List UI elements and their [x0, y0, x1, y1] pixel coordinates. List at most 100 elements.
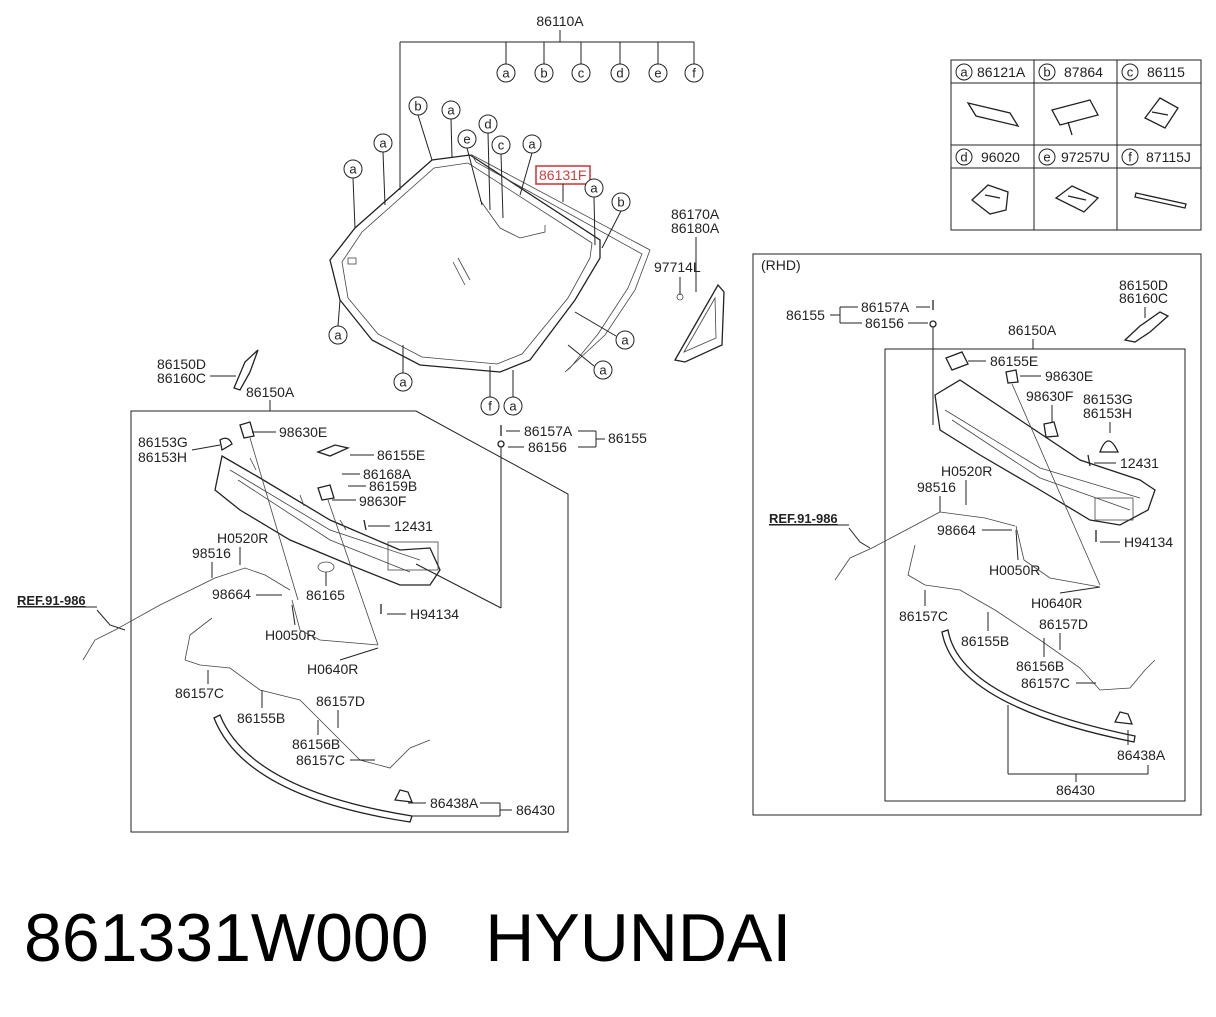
quarter-glass: 86170A 86180A 97714L: [654, 206, 725, 363]
svg-text:a: a: [960, 65, 968, 80]
svg-text:86170A: 86170A: [671, 206, 720, 222]
svg-text:86150A: 86150A: [246, 384, 295, 400]
svg-text:c: c: [1127, 65, 1134, 80]
svg-text:b: b: [540, 66, 547, 81]
svg-text:H0640R: H0640R: [307, 661, 358, 677]
parts-diagram: a 86121A b 87864 c 86115 d 96020 e 97257…: [17, 13, 1202, 833]
svg-text:86153H: 86153H: [1083, 405, 1132, 421]
svg-text:d: d: [616, 66, 623, 81]
svg-text:86438A: 86438A: [1117, 747, 1166, 763]
svg-text:a: a: [599, 363, 607, 378]
svg-text:87115J: 87115J: [1146, 149, 1191, 165]
windshield-molding: [470, 153, 651, 373]
legend-c: c 86115: [1121, 63, 1185, 129]
svg-text:86153G: 86153G: [138, 434, 188, 450]
sensor-bracket-icon: [1054, 185, 1100, 213]
legend-f: f 87115J: [1121, 148, 1191, 209]
svg-text:86156: 86156: [528, 439, 567, 455]
svg-text:b: b: [414, 99, 421, 114]
rhd-title: (RHD): [761, 257, 801, 273]
part-number: 861331W000: [24, 900, 429, 976]
svg-text:86438A: 86438A: [430, 795, 479, 811]
svg-text:98516: 98516: [192, 545, 231, 561]
brand-name: HYUNDAI: [485, 900, 792, 976]
svg-text:86153H: 86153H: [138, 449, 187, 465]
stopper-clip-icon: [1051, 99, 1099, 136]
svg-text:86160C: 86160C: [1119, 290, 1168, 306]
svg-text:86155B: 86155B: [961, 633, 1009, 649]
svg-text:86115: 86115: [1147, 64, 1185, 80]
rhd-outer-box: [752, 253, 1202, 816]
svg-text:H0050R: H0050R: [265, 627, 316, 643]
svg-text:86168A: 86168A: [363, 466, 412, 482]
svg-text:d: d: [484, 117, 491, 132]
svg-text:86165: 86165: [306, 587, 345, 603]
quarter-glass-part: [673, 283, 725, 363]
svg-text:86180A: 86180A: [671, 220, 720, 236]
svg-text:86157C: 86157C: [899, 608, 948, 624]
rhd-side-trim: [1123, 311, 1170, 343]
weatherstrip-pad-icon: [966, 102, 1020, 127]
svg-text:86157C: 86157C: [175, 685, 224, 701]
svg-text:86430: 86430: [1056, 782, 1095, 798]
legend-d: d 96020: [955, 148, 1020, 215]
svg-text:86155: 86155: [608, 430, 647, 446]
label-86110a: 86110A: [536, 13, 584, 29]
svg-text:86157C: 86157C: [296, 752, 345, 768]
lhd-box: [130, 410, 569, 833]
svg-text:97714L: 97714L: [654, 259, 701, 275]
svg-text:H94134: H94134: [1124, 534, 1173, 550]
lhd-section: 86150D 86160C 86150A 86153G 86153H 98630…: [17, 349, 647, 833]
svg-text:c: c: [578, 66, 585, 81]
svg-text:d: d: [960, 150, 967, 165]
svg-text:e: e: [463, 132, 470, 147]
windshield-callouts: a a b a e d c a 86131F a b a a: [328, 96, 635, 416]
svg-text:e: e: [1043, 150, 1050, 165]
svg-text:86156B: 86156B: [292, 736, 340, 752]
rhd-ref-link[interactable]: REF.91-986: [769, 511, 838, 526]
svg-text:H94134: H94134: [410, 606, 459, 622]
svg-text:86156: 86156: [865, 315, 904, 331]
svg-text:12431: 12431: [394, 518, 433, 534]
lhd-ref-link[interactable]: REF.91-986: [17, 593, 86, 608]
svg-text:f: f: [1128, 150, 1132, 165]
svg-text:86160C: 86160C: [157, 370, 206, 386]
svg-text:H0640R: H0640R: [1031, 595, 1082, 611]
svg-text:a: a: [528, 137, 536, 152]
windshield-glass: [329, 154, 601, 373]
svg-text:86155E: 86155E: [377, 447, 425, 463]
sensor-area: [479, 199, 546, 239]
svg-text:86157C: 86157C: [1021, 675, 1070, 691]
rain-sensor-bracket-icon: [971, 184, 1009, 215]
svg-text:86153G: 86153G: [1083, 391, 1133, 407]
rhd-section: (RHD) 86150D 86160C 86155 86157A 86156 8…: [752, 253, 1202, 816]
svg-text:98630E: 98630E: [1045, 368, 1093, 384]
svg-text:a: a: [399, 375, 407, 390]
mirror-base-icon: [1144, 97, 1179, 129]
rhd-washer-hose: [834, 511, 941, 581]
legend-b: b 87864: [1038, 63, 1103, 136]
svg-text:86155B: 86155B: [237, 710, 285, 726]
svg-text:12431: 12431: [1120, 455, 1159, 471]
svg-text:c: c: [498, 138, 505, 153]
svg-text:a: a: [502, 66, 510, 81]
svg-text:86150A: 86150A: [1008, 322, 1057, 338]
svg-text:98664: 98664: [937, 522, 976, 538]
svg-text:a: a: [509, 399, 517, 414]
svg-text:b: b: [1043, 65, 1050, 80]
svg-text:86157A: 86157A: [524, 423, 573, 439]
legend-table: a 86121A b 87864 c 86115 d 96020 e 97257…: [950, 59, 1202, 231]
svg-text:b: b: [617, 195, 624, 210]
svg-text:a: a: [334, 328, 342, 343]
lhd-washer-hose: [82, 577, 216, 661]
sub-key-row: a b c d e f: [496, 42, 704, 83]
rhd-hose-run: [907, 544, 1156, 691]
part-caption: 861331W000 HYUNDAI: [24, 888, 1204, 988]
svg-text:a: a: [621, 333, 629, 348]
svg-text:86159B: 86159B: [369, 478, 417, 494]
svg-text:86150D: 86150D: [157, 356, 206, 372]
svg-text:96020: 96020: [981, 149, 1020, 165]
rhd-cowl-seal: [941, 629, 1136, 743]
legend-a: a 86121A: [955, 63, 1026, 127]
molding-strip-icon: [1134, 192, 1187, 209]
